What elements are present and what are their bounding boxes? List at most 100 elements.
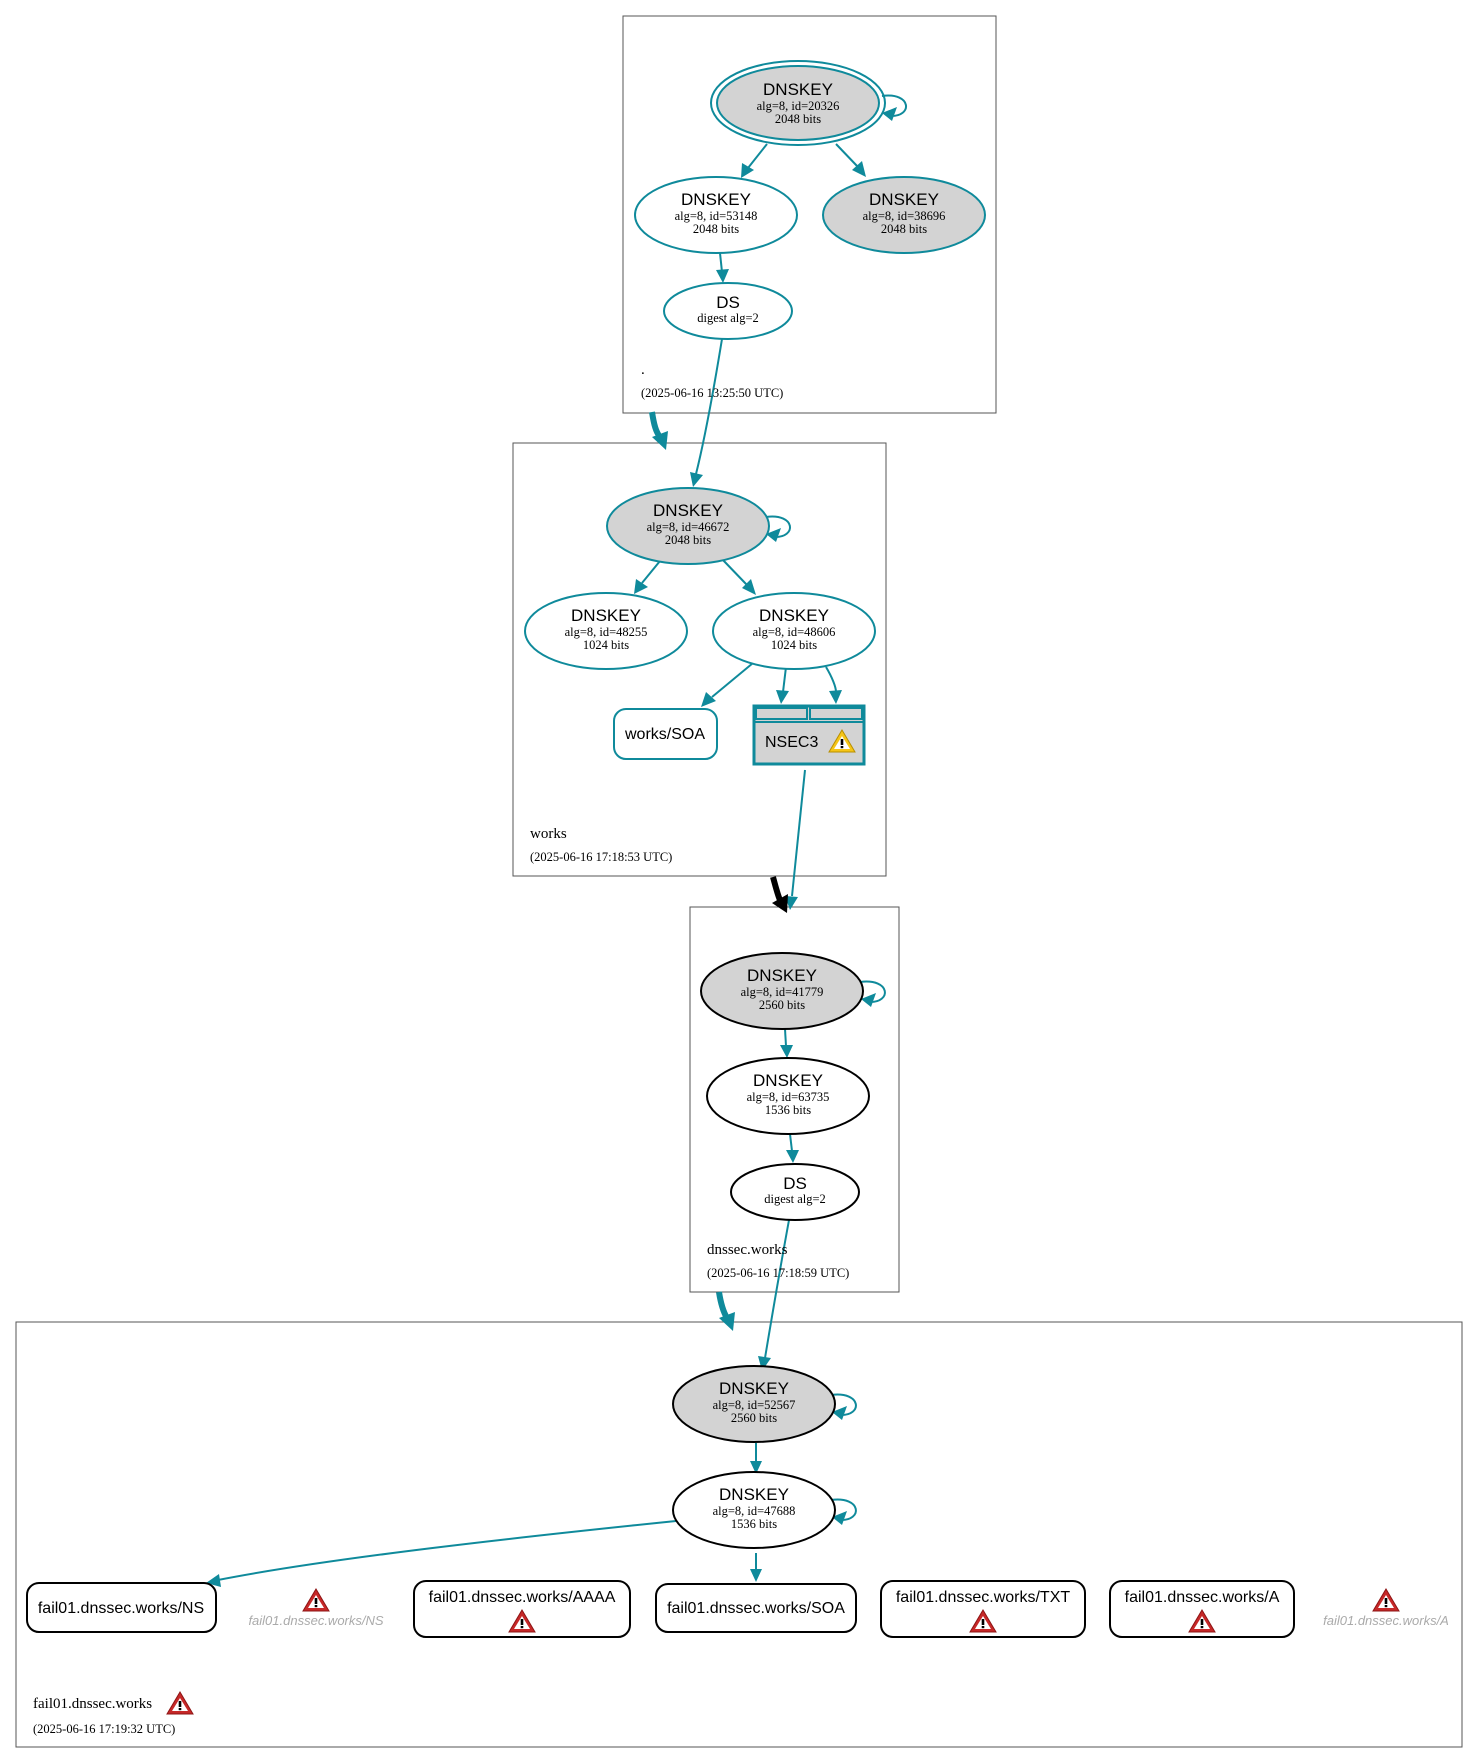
- dnskey-node[interactable]: DNSKEY alg=8, id=63735 1536 bits: [706, 1057, 870, 1135]
- a-ghost-label: fail01.dnssec.works/A: [1323, 1613, 1449, 1628]
- dnskey-size: 2048 bits: [881, 222, 927, 236]
- zone-timestamp: (2025-06-16 17:19:32 UTC): [33, 1722, 175, 1736]
- dnskey-title: DNSKEY: [719, 1485, 789, 1504]
- dnskey-node[interactable]: DNSKEY alg=8, id=38696 2048 bits: [822, 176, 986, 254]
- ds-node[interactable]: DS digest alg=2: [663, 282, 793, 340]
- dnskey-size: 1024 bits: [771, 638, 817, 652]
- dnskey-id: alg=8, id=48255: [565, 625, 648, 639]
- ns-rrset-node[interactable]: fail01.dnssec.works/NS: [26, 1582, 217, 1633]
- zone-works-box: [512, 442, 887, 877]
- digest-edge: [789, 1133, 793, 1152]
- dnskey-title: DNSKEY: [753, 1071, 823, 1090]
- soa-rrset-node[interactable]: works/SOA: [613, 708, 718, 760]
- sign-edge: [747, 143, 768, 169]
- insecure-delegation-edge: [770, 876, 783, 902]
- delegation-edge: [716, 1291, 730, 1320]
- sign-edge: [825, 666, 837, 693]
- dnskey-id: alg=8, id=53148: [675, 209, 758, 223]
- soa-label: fail01.dnssec.works/SOA: [667, 1600, 845, 1617]
- dnskey-node[interactable]: DNSKEY alg=8, id=47688 1536 bits: [672, 1471, 836, 1549]
- dnskey-node[interactable]: DNSKEY alg=8, id=48255 1024 bits: [524, 592, 688, 670]
- sign-edge: [641, 560, 661, 584]
- a-rrset-node[interactable]: fail01.dnssec.works/A: [1109, 1580, 1295, 1638]
- dnskey-title: DNSKEY: [869, 190, 939, 209]
- a-error-placeholder[interactable]: fail01.dnssec.works/A: [1323, 1588, 1449, 1628]
- zone-name: fail01.dnssec.works: [33, 1696, 152, 1712]
- dnskey-size: 2048 bits: [693, 222, 739, 236]
- sign-edge: [721, 558, 748, 586]
- soa-label: works/SOA: [624, 726, 705, 743]
- sign-edge: [782, 666, 787, 693]
- zone-name: .: [641, 362, 645, 378]
- sign-edge: [217, 1520, 677, 1581]
- dnskey-id: alg=8, id=46672: [647, 520, 730, 534]
- error-icon: [302, 1588, 330, 1612]
- dnskey-size: 2560 bits: [731, 1411, 777, 1425]
- self-sign-edge: [830, 1393, 857, 1417]
- zone-dnssec-works-box: [689, 906, 900, 1293]
- dnskey-id: alg=8, id=41779: [741, 985, 824, 999]
- nsec3-edge: [791, 769, 806, 897]
- zone-fail01-box: [15, 1321, 1463, 1748]
- self-sign-edge: [859, 980, 886, 1004]
- ds-title: DS: [716, 293, 740, 312]
- self-sign-edge: [830, 1498, 857, 1522]
- nsec3-label: NSEC3: [765, 734, 818, 751]
- dnskey-size: 2560 bits: [759, 998, 805, 1012]
- dnskey-title: DNSKEY: [747, 966, 817, 985]
- dnskey-node[interactable]: DNSKEY alg=8, id=46672 2048 bits: [606, 487, 770, 565]
- dnskey-size: 1536 bits: [731, 1517, 777, 1531]
- dnskey-title: DNSKEY: [763, 80, 833, 99]
- dnskey-title: DNSKEY: [571, 606, 641, 625]
- error-icon: [1372, 1588, 1400, 1612]
- aaaa-label: fail01.dnssec.works/AAAA: [429, 1589, 616, 1606]
- dnskey-id: alg=8, id=47688: [713, 1504, 796, 1518]
- delegation-ds-edge: [764, 1219, 790, 1359]
- zone-name: works: [530, 826, 567, 842]
- self-sign-edge: [765, 515, 791, 539]
- dnskey-node[interactable]: DNSKEY alg=8, id=41779 2560 bits: [700, 952, 864, 1030]
- zone-timestamp: (2025-06-16 17:18:53 UTC): [530, 850, 672, 864]
- soa-rrset-node[interactable]: fail01.dnssec.works/SOA: [655, 1583, 857, 1633]
- a-label: fail01.dnssec.works/A: [1125, 1589, 1280, 1606]
- zone-timestamp: (2025-06-16 17:18:59 UTC): [707, 1266, 849, 1280]
- nsec3-node[interactable]: NSEC3: [752, 704, 866, 766]
- txt-rrset-node[interactable]: fail01.dnssec.works/TXT: [880, 1580, 1086, 1638]
- dnskey-node[interactable]: DNSKEY alg=8, id=48606 1024 bits: [712, 592, 876, 670]
- dnskey-node[interactable]: DNSKEY alg=8, id=52567 2560 bits: [672, 1365, 836, 1443]
- digest-edge: [719, 252, 723, 273]
- dnskey-id: alg=8, id=52567: [713, 1398, 796, 1412]
- zone-name: dnssec.works: [707, 1242, 788, 1258]
- dnskey-id: alg=8, id=48606: [753, 625, 836, 639]
- txt-label: fail01.dnssec.works/TXT: [896, 1589, 1071, 1606]
- dnskey-title: DNSKEY: [719, 1379, 789, 1398]
- dnskey-size: 2048 bits: [665, 533, 711, 547]
- sign-edge: [784, 1028, 787, 1047]
- dnskey-id: alg=8, id=20326: [757, 99, 840, 113]
- dnskey-size: 1536 bits: [765, 1103, 811, 1117]
- delegation-edge: [649, 411, 663, 439]
- zone-root-box: [622, 15, 997, 414]
- ns-error-placeholder[interactable]: fail01.dnssec.works/NS: [248, 1588, 384, 1628]
- dnskey-title: DNSKEY: [681, 190, 751, 209]
- dnskey-node[interactable]: DNSKEY alg=8, id=53148 2048 bits: [634, 176, 798, 254]
- dnskey-id: alg=8, id=63735: [747, 1090, 830, 1104]
- sign-edge: [835, 143, 859, 168]
- ns-label: fail01.dnssec.works/NS: [38, 1600, 204, 1617]
- ns-ghost-label: fail01.dnssec.works/NS: [248, 1613, 383, 1628]
- aaaa-rrset-node[interactable]: fail01.dnssec.works/AAAA: [413, 1580, 631, 1638]
- error-icon: [166, 1691, 194, 1715]
- delegation-ds-edge: [695, 338, 723, 475]
- dnskey-title: DNSKEY: [653, 501, 723, 520]
- dnskey-size: 2048 bits: [775, 112, 821, 126]
- sign-edge: [711, 662, 754, 698]
- dnskey-node[interactable]: DNSKEY alg=8, id=20326 2048 bits: [710, 60, 886, 146]
- zone-timestamp: (2025-06-16 13:25:50 UTC): [641, 386, 783, 400]
- ds-digest: digest alg=2: [697, 311, 759, 325]
- dnskey-id: alg=8, id=38696: [863, 209, 946, 223]
- dnskey-size: 1024 bits: [583, 638, 629, 652]
- dnskey-title: DNSKEY: [759, 606, 829, 625]
- ds-node[interactable]: DS digest alg=2: [730, 1163, 860, 1221]
- ds-digest: digest alg=2: [764, 1192, 826, 1206]
